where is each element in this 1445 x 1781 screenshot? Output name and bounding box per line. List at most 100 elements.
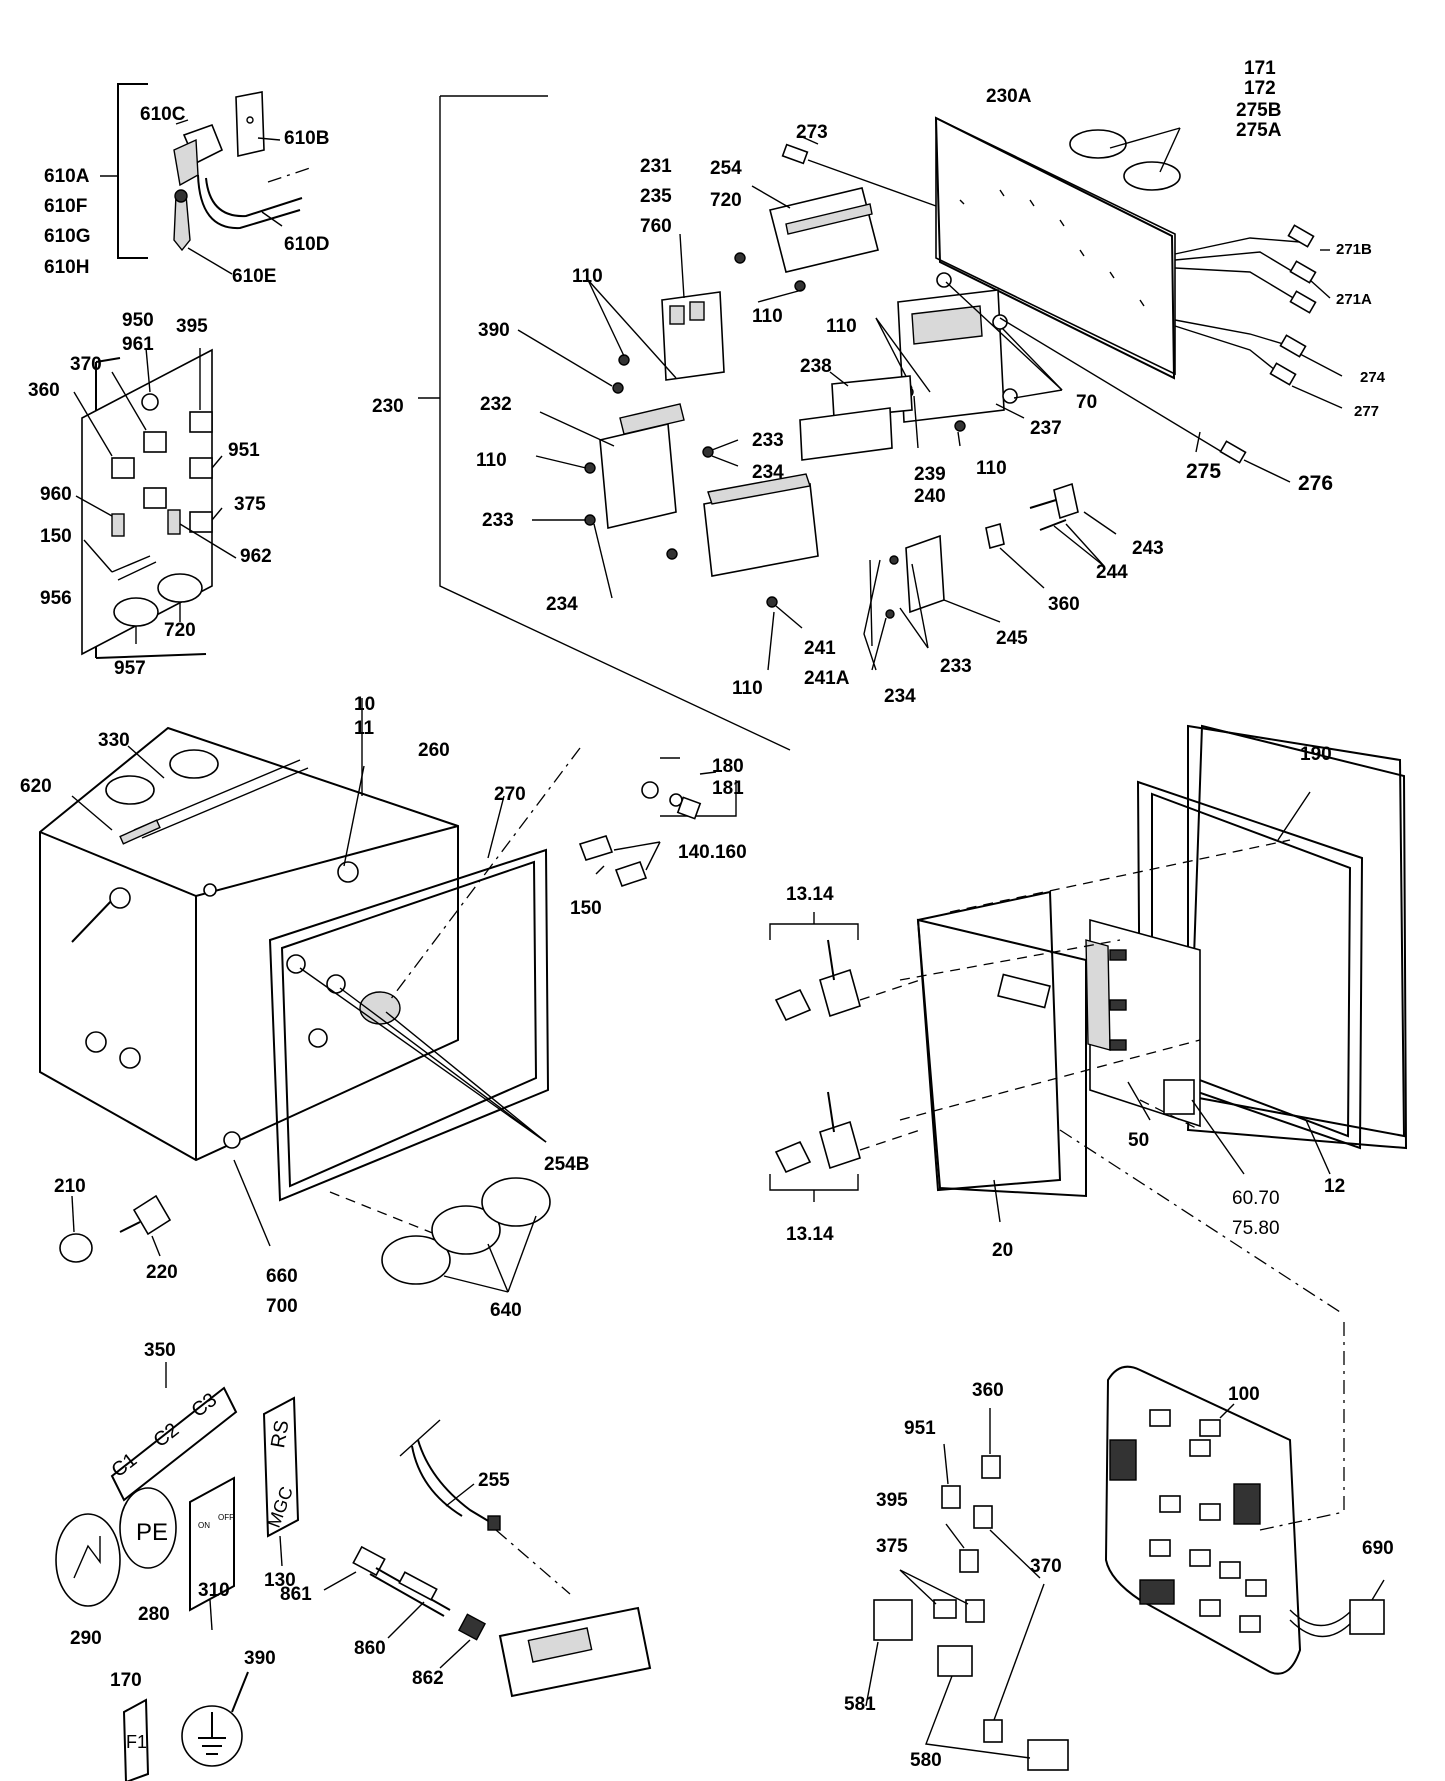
- label-310: 310: [198, 1580, 230, 1601]
- label-10: 10: [354, 694, 375, 715]
- label-610D: 610D: [284, 234, 329, 255]
- label-230A: 230A: [986, 86, 1032, 107]
- label-274: 274: [1360, 369, 1386, 386]
- label-275B: 275B: [1236, 100, 1281, 121]
- decal-on: ON: [198, 1521, 210, 1530]
- label-395-spare: 395: [876, 1490, 908, 1511]
- main-enclosure: [39, 698, 459, 1162]
- label-181: 181: [712, 778, 744, 799]
- label-620: 620: [20, 776, 52, 797]
- back-panel-assembly: [899, 724, 1408, 1313]
- label-11: 11: [354, 718, 375, 739]
- label-220: 220: [146, 1262, 178, 1283]
- label-720-panel: 720: [710, 190, 742, 211]
- decal-rs: RS: [267, 1419, 293, 1450]
- label-110-e: 110: [976, 458, 1007, 479]
- control-panel-group-230: [418, 95, 1343, 751]
- label-20: 20: [992, 1240, 1013, 1261]
- label-271A: 271A: [1336, 291, 1372, 308]
- label-390-ground: 390: [244, 1648, 276, 1669]
- capacitors: [233, 1159, 551, 1293]
- label-350: 350: [144, 1340, 176, 1361]
- label-150: 150: [570, 898, 602, 919]
- label-234-c: 234: [884, 686, 916, 707]
- label-13-14-bottom: 13.14: [786, 1224, 834, 1245]
- label-180: 180: [712, 756, 744, 777]
- label-190: 190: [1300, 744, 1332, 765]
- label-360-panel: 360: [1048, 594, 1080, 615]
- label-360-spare: 360: [972, 1380, 1004, 1401]
- plug-and-clip-parts: [578, 757, 737, 888]
- label-370-spare: 370: [1030, 1556, 1062, 1577]
- label-238: 238: [800, 356, 832, 377]
- label-610C: 610C: [140, 104, 186, 125]
- decal-off: OFF: [218, 1513, 234, 1522]
- label-610H: 610H: [44, 257, 89, 278]
- label-270: 270: [494, 784, 526, 805]
- label-951-spare: 951: [904, 1418, 936, 1439]
- label-290: 290: [70, 1628, 102, 1649]
- label-244: 244: [1096, 562, 1128, 583]
- label-110-d: 110: [476, 450, 507, 471]
- label-951-board: 951: [228, 440, 260, 461]
- group-610-connector: [100, 83, 311, 275]
- label-234-a: 234: [752, 462, 784, 483]
- label-720-board: 720: [164, 620, 196, 641]
- label-240: 240: [914, 486, 946, 507]
- label-957: 957: [114, 658, 146, 679]
- label-375-board: 375: [234, 494, 266, 515]
- label-950: 950: [122, 310, 154, 331]
- callout-labels: 610C 610B 610A 610F 610G 610H 610D 610E …: [20, 58, 1394, 1771]
- label-862: 862: [412, 1668, 444, 1689]
- label-610G: 610G: [44, 226, 90, 247]
- label-130: 130: [264, 1570, 296, 1591]
- label-271B: 271B: [1336, 241, 1372, 258]
- label-375-spare: 375: [876, 1536, 908, 1557]
- label-580: 580: [910, 1750, 942, 1771]
- label-70: 70: [1076, 392, 1097, 413]
- decal-pe: PE: [136, 1519, 168, 1546]
- label-239: 239: [914, 464, 946, 485]
- label-962: 962: [240, 546, 272, 567]
- label-140-160: 140.160: [678, 842, 747, 863]
- label-110-f: 110: [732, 678, 763, 699]
- label-275A: 275A: [1236, 120, 1282, 141]
- label-60-70: 60.70: [1232, 1188, 1280, 1209]
- label-100: 100: [1228, 1384, 1260, 1405]
- label-330: 330: [98, 730, 130, 751]
- clamp-clips: [769, 912, 921, 1202]
- label-170: 170: [110, 1670, 142, 1691]
- label-861: 861: [280, 1584, 312, 1605]
- label-273: 273: [796, 122, 828, 143]
- label-235: 235: [640, 186, 672, 207]
- label-110-c: 110: [826, 316, 857, 337]
- label-243: 243: [1132, 538, 1164, 559]
- label-956: 956: [40, 588, 72, 609]
- label-360-board: 360: [28, 380, 60, 401]
- label-210: 210: [54, 1176, 86, 1197]
- label-50: 50: [1128, 1130, 1149, 1151]
- label-275: 275: [1186, 460, 1221, 483]
- label-13-14-top: 13.14: [786, 884, 834, 905]
- label-260: 260: [418, 740, 450, 761]
- label-610F: 610F: [44, 196, 87, 217]
- label-395-board: 395: [176, 316, 208, 337]
- label-233-a: 233: [752, 430, 784, 451]
- label-610B: 610B: [284, 128, 329, 149]
- label-232: 232: [480, 394, 512, 415]
- label-640: 640: [490, 1300, 522, 1321]
- label-231: 231: [640, 156, 672, 177]
- label-370-board: 370: [70, 354, 102, 375]
- label-254: 254: [710, 158, 742, 179]
- pcb-components: [1149, 1409, 1267, 1633]
- label-230: 230: [372, 396, 404, 417]
- switch-and-cap: [59, 1194, 172, 1263]
- label-700: 700: [266, 1296, 298, 1317]
- label-245: 245: [996, 628, 1028, 649]
- label-233-b: 233: [482, 510, 514, 531]
- control-pcb: [1104, 1322, 1385, 1675]
- label-690: 690: [1362, 1538, 1394, 1559]
- display-and-cable: [323, 1419, 652, 1698]
- label-254B: 254B: [544, 1154, 589, 1175]
